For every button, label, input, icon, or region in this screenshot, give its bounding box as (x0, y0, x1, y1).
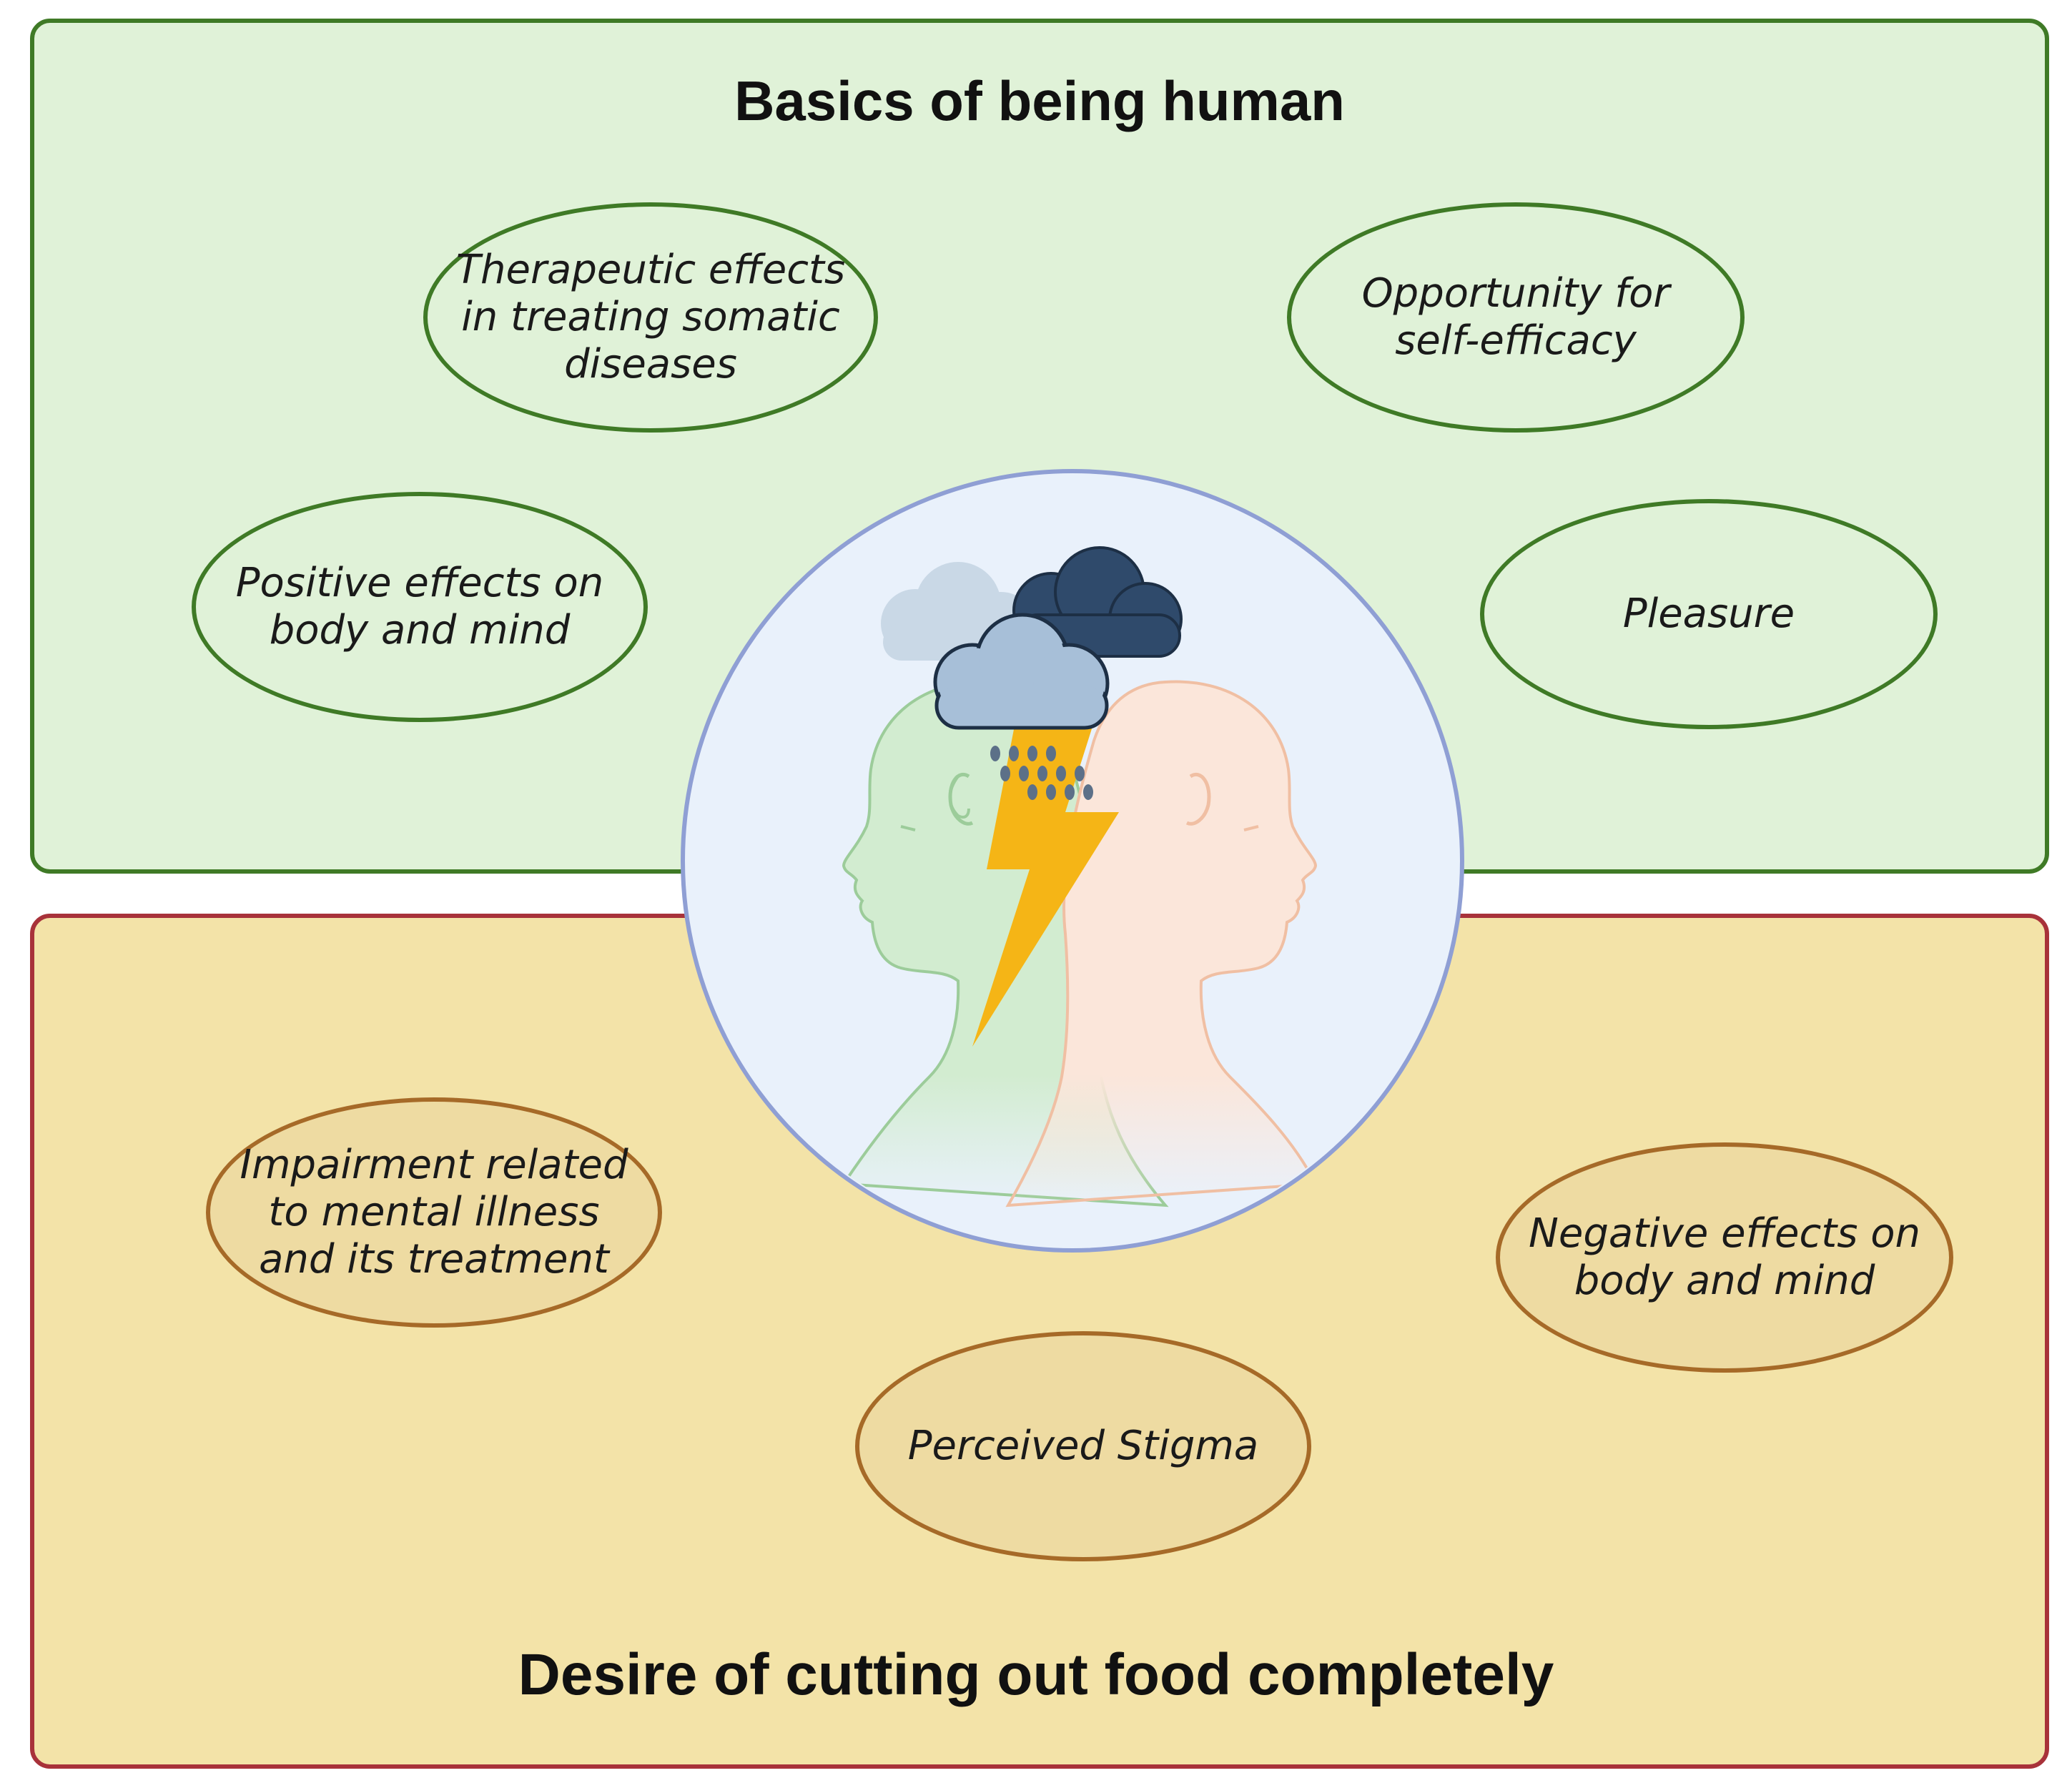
node-label: Perceived Stigma (907, 1423, 1259, 1469)
storm-cloud-icon (881, 546, 1183, 730)
panel-title-bottom: Desire of cutting out food completely (518, 1642, 1554, 1707)
therapeutic-effects-node: Therapeutic effects in treating somatic … (423, 202, 878, 433)
pleasure-node: Pleasure (1480, 499, 1938, 729)
node-label: Opportunity for self-efficacy (1361, 270, 1670, 364)
positive-effects-node: Positive effects on body and mind (192, 492, 648, 722)
node-label: Positive effects on body and mind (235, 560, 604, 653)
node-label: Pleasure (1622, 591, 1795, 637)
impairment-mental-illness-node: Impairment related to mental illness and… (206, 1097, 662, 1328)
rain-drops-icon (990, 746, 1093, 800)
node-label: Negative effects on body and mind (1529, 1210, 1920, 1304)
negative-effects-node: Negative effects on body and mind (1496, 1142, 1953, 1373)
center-illustration (681, 469, 1464, 1253)
panel-title-top: Basics of being human (734, 69, 1345, 132)
node-label: Impairment related to mental illness and… (240, 1142, 628, 1283)
lightning-bolt-icon (972, 722, 1119, 1047)
self-efficacy-node: Opportunity for self-efficacy (1287, 202, 1745, 433)
perceived-stigma-node: Perceived Stigma (855, 1331, 1311, 1561)
node-label: Therapeutic effects in treating somatic … (455, 247, 846, 387)
